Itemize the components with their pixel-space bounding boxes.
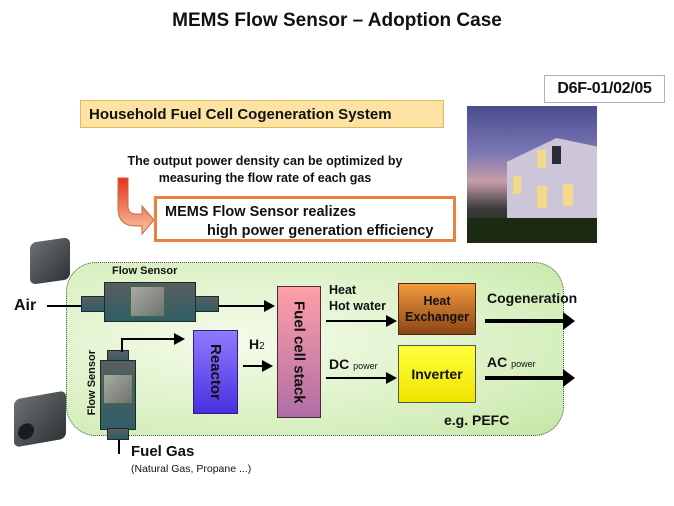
heat-exchanger-block: Heat Exchanger	[398, 283, 476, 335]
heat-label-line-2: Hot water	[329, 299, 386, 313]
heat-label-line-1: Heat	[329, 283, 357, 297]
house-photo	[467, 106, 597, 243]
cogeneration-label: Cogeneration	[487, 290, 578, 306]
arrow-right-icon	[563, 369, 575, 387]
curved-arrow-icon	[117, 177, 155, 236]
sensor-chip-icon	[130, 286, 165, 317]
fuel-to-reactor-line	[121, 338, 177, 340]
ac-line	[485, 376, 565, 380]
flow-sensor-side-label: Flow Sensor	[86, 350, 98, 416]
heat-label: Heat Hot water	[329, 282, 386, 314]
note-line-1: The output power density can be optimize…	[127, 154, 403, 168]
air-line	[47, 305, 83, 307]
reactor-block: Reactor	[193, 330, 238, 414]
fuel-gas-label: Fuel Gas	[131, 443, 195, 460]
fuel-up-line	[121, 338, 123, 352]
optimization-note: The output power density can be optimize…	[95, 153, 435, 187]
air-label: Air	[14, 297, 37, 314]
flow-sensor-device-photo-bottom	[14, 390, 66, 448]
heat-exchanger-line-2: Exchanger	[405, 310, 469, 324]
example-label: e.g. PEFC	[444, 412, 510, 428]
sensor-inlet	[81, 296, 105, 312]
sensor-outlet	[195, 296, 219, 312]
model-badge: D6F-01/02/05	[544, 75, 665, 103]
dc-line	[326, 377, 388, 379]
fuel-gas-examples: (Natural Gas, Propane ...)	[131, 463, 252, 475]
fuel-gas-line	[118, 440, 120, 454]
callout-line-1: MEMS Flow Sensor realizes	[165, 204, 356, 220]
efficiency-callout: MEMS Flow Sensor realizes high power gen…	[154, 196, 456, 242]
ac-sub-label: power	[511, 359, 536, 369]
note-line-2: measuring the flow rate of each gas	[158, 171, 372, 185]
dc-sub-label: power	[353, 361, 378, 371]
arrow-right-icon	[262, 360, 273, 372]
h2-subscript: 2	[259, 341, 265, 352]
dc-power-label: DC power	[329, 356, 378, 372]
system-subtitle: Household Fuel Cell Cogeneration System	[80, 100, 444, 128]
slide-title: MEMS Flow Sensor – Adoption Case	[172, 10, 502, 31]
sensor-bottom-cap	[107, 428, 129, 440]
inverter-block: Inverter	[398, 345, 476, 403]
h2-label: H2	[249, 336, 265, 352]
ac-label: AC	[487, 354, 508, 370]
heat-line	[326, 320, 388, 322]
air-to-stack-line	[219, 305, 269, 307]
h2-symbol: H	[249, 336, 260, 352]
callout-line-2: high power generation efficiency	[207, 223, 434, 239]
arrow-right-icon	[386, 372, 397, 384]
fuel-cell-stack-block: Fuel cell stack	[277, 286, 321, 418]
arrow-right-icon	[174, 333, 185, 345]
heat-exchanger-line-1: Heat	[423, 294, 451, 308]
h2-line	[243, 365, 265, 367]
arrow-right-icon	[386, 315, 397, 327]
arrow-right-icon	[264, 300, 275, 312]
sensor-chip-icon	[103, 374, 133, 404]
ac-power-label: AC power	[487, 354, 536, 370]
flow-sensor-device-photo-top	[30, 237, 70, 285]
dc-label: DC	[329, 356, 350, 372]
flow-sensor-top-label: Flow Sensor	[112, 265, 178, 277]
arrow-right-icon	[563, 312, 575, 330]
cogeneration-line	[485, 319, 565, 323]
